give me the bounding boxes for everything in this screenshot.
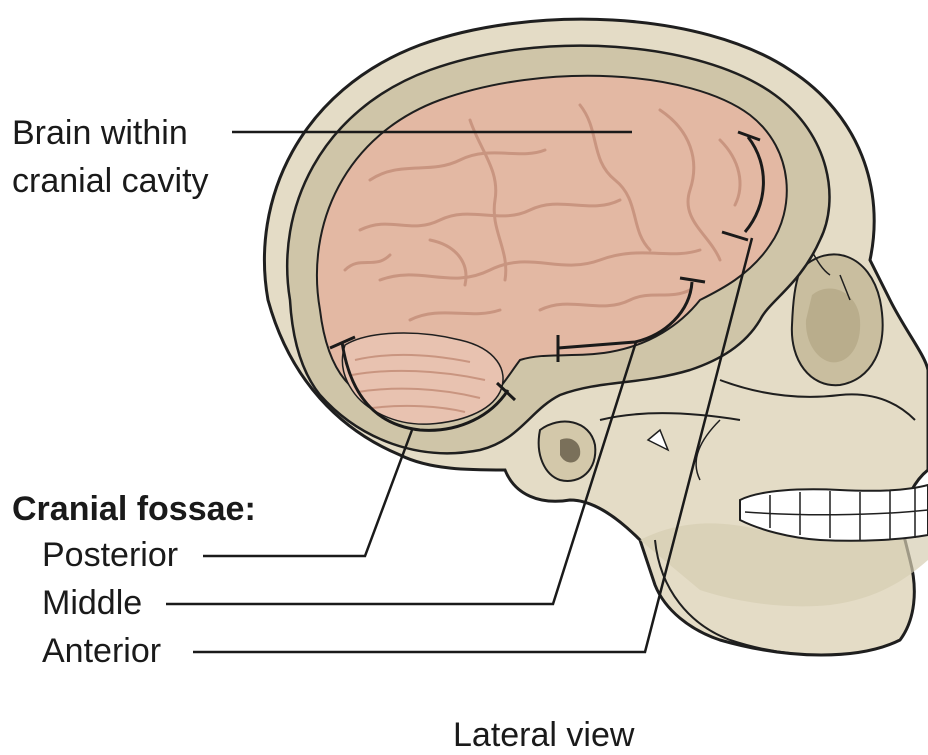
brain-label-line2: cranial cavity: [12, 162, 209, 200]
posterior-label: Posterior: [42, 536, 178, 574]
caption: Lateral view: [453, 716, 634, 754]
brain-label-line1: Brain within: [12, 114, 188, 152]
middle-label: Middle: [42, 584, 142, 622]
cranial-fossae-heading: Cranial fossae:: [12, 490, 256, 528]
anterior-label: Anterior: [42, 632, 161, 670]
